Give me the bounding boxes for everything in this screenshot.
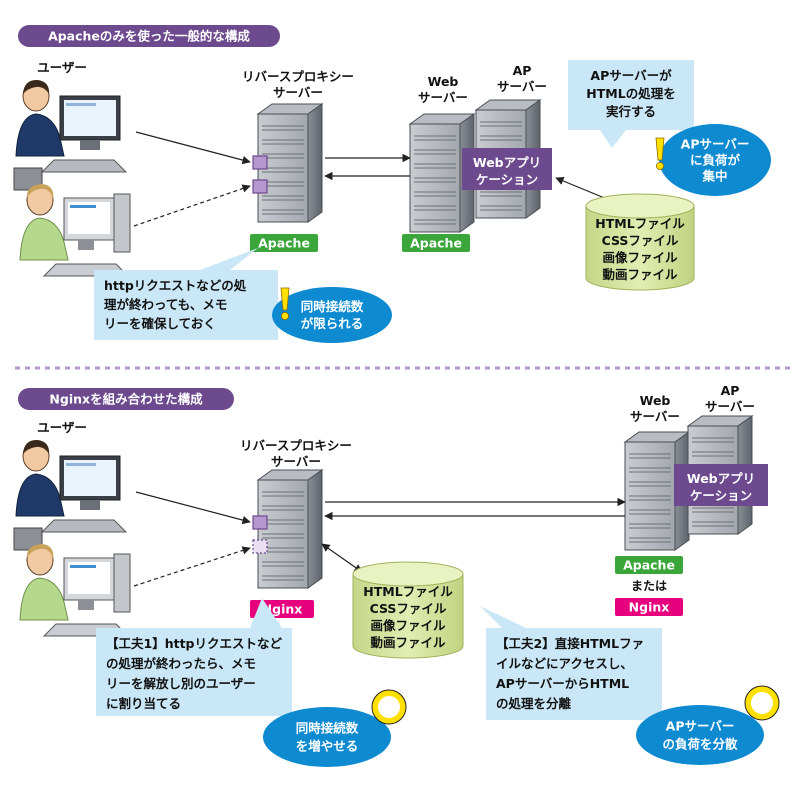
section2-web-badge-nginx-text: Nginx bbox=[629, 600, 670, 615]
section1-web-badge-text: Apache bbox=[410, 236, 462, 251]
section2-web-badge-apache-text: Apache bbox=[623, 558, 675, 573]
section1-warn-conn-icon bbox=[280, 287, 290, 320]
section1-webapp-box-text-line-2: ケーション bbox=[476, 172, 538, 187]
section2-title: Nginxを組み合わせた構成 bbox=[18, 388, 234, 410]
section1-files-cylinder-label-line-1: HTMLファイル bbox=[595, 216, 685, 231]
section1-rproxy-badge: Apache bbox=[250, 234, 318, 252]
section2-files-cylinder-label-line-3: 画像ファイル bbox=[370, 618, 446, 633]
section2-web-label-line-2: サーバー bbox=[630, 409, 680, 424]
section2-tip1-text-line-3: リーを解放し別のユーザー bbox=[106, 676, 256, 691]
arrow-user2-to-rproxy-2 bbox=[133, 546, 251, 587]
section1-warn-ap-icon bbox=[655, 137, 665, 170]
section2-tip1-text-line-2: の処理が終わったら、メモ bbox=[106, 656, 256, 671]
section1-rproxy-label-line-1: リバースプロキシー bbox=[242, 69, 354, 84]
section1-rproxy-label-line-2: サーバー bbox=[273, 85, 323, 100]
section2-webapp-box-text-line-1: Webアプリ bbox=[687, 471, 755, 486]
section2-rproxy-badge-text: Nginx bbox=[262, 602, 303, 617]
section1-webapp-box-text-line-1: Webアプリ bbox=[473, 155, 541, 170]
arrow-user1-to-rproxy bbox=[135, 131, 251, 165]
section2-good1-bubble-text-line-1: 同時接続数 bbox=[296, 721, 359, 736]
section2-rproxy-server bbox=[257, 469, 323, 589]
section2-files-cylinder-label-line-2: CSSファイル bbox=[370, 601, 447, 616]
arrow-rproxy-to-files bbox=[321, 543, 363, 573]
section1-web-badge: Apache bbox=[402, 234, 470, 252]
section1-callout-http-text-line-2: 理が終わっても、メモ bbox=[104, 297, 227, 312]
user-pc-top-2 bbox=[13, 439, 127, 551]
section1-warn-conn-bubble-text-line-1: 同時接続数 bbox=[301, 299, 364, 314]
section2-title-text: Nginxを組み合わせた構成 bbox=[49, 392, 203, 407]
section2-ap-label-line-2: サーバー bbox=[705, 399, 755, 414]
section2-tip2-text-line-4: の処理を分離 bbox=[496, 696, 572, 711]
section1-callout-ap-text-line-3: 実行する bbox=[606, 104, 656, 119]
section2-tip1: 【工夫1】httpリクエストなどの処理が終わったら、メモリーを解放し別のユーザー… bbox=[96, 598, 292, 716]
section2-webapp-box-text-line-2: ケーション bbox=[690, 488, 752, 503]
section1-warn-ap-bubble-text-line-1: APサーバー bbox=[681, 137, 750, 152]
section1-callout-ap-text-line-1: APサーバーが bbox=[590, 68, 672, 83]
section1-ap-label-line-2: サーバー bbox=[497, 79, 547, 94]
section1-files-cylinder-label-line-3: 画像ファイル bbox=[602, 250, 678, 265]
section2-tip1-text-line-4: に割り当てる bbox=[106, 696, 181, 711]
section1-user-label: ユーザー bbox=[37, 60, 87, 75]
section2-tip2-text-line-1: 【工夫2】直接HTMLファ bbox=[496, 636, 644, 651]
section2-rproxy-label-line-2: サーバー bbox=[271, 454, 321, 469]
section1-rproxy-server bbox=[257, 103, 323, 223]
section1-web-label-line-1: Web bbox=[428, 74, 459, 89]
section2-good2-bubble-text-line-2: の負荷を分散 bbox=[662, 737, 738, 752]
section2-ap-label-line-1: AP bbox=[721, 383, 740, 398]
section1-files-cylinder-label-line-2: CSSファイル bbox=[602, 233, 679, 248]
section2-good1-icon bbox=[371, 689, 407, 725]
section2-web-badge-nginx: Nginx bbox=[615, 598, 683, 616]
section1-callout-http-text-line-3: リーを確保しておく bbox=[104, 316, 216, 331]
section2-rproxy-ports bbox=[252, 515, 268, 554]
section1-warn-ap-bubble-text-line-3: 集中 bbox=[701, 169, 727, 184]
section-apache-only: Apacheのみを使った一般的な構成ユーザーリバースプロキシーサーバーApach… bbox=[13, 25, 771, 343]
section2-tip2-text-line-3: APサーバーからHTML bbox=[496, 676, 629, 691]
section-with-nginx: Nginxを組み合わせた構成ユーザーリバースプロキシーサーバーNginxWebサ… bbox=[13, 383, 780, 767]
section1-warn-conn-bubble-text-line-2: が限られる bbox=[301, 316, 364, 331]
section1-web-label-line-2: サーバー bbox=[418, 90, 468, 105]
section2-tip1-text-line-1: 【工夫1】httpリクエストなど bbox=[106, 636, 282, 651]
section2-web-badge-apache: Apache bbox=[615, 556, 683, 574]
section1-title: Apacheのみを使った一般的な構成 bbox=[18, 25, 280, 47]
section1-files-cylinder-label-line-4: 動画ファイル bbox=[602, 267, 678, 282]
arrow-user2-to-rproxy bbox=[133, 184, 251, 227]
section2-files-cylinder-label-line-4: 動画ファイル bbox=[370, 635, 446, 650]
section2-good1-bubble-text-line-2: を増やせる bbox=[296, 739, 359, 754]
section2-good2-bubble-text-line-1: APサーバー bbox=[666, 719, 735, 734]
section2-or-label: または bbox=[631, 579, 667, 593]
section1-rproxy-ports bbox=[252, 155, 268, 194]
user-pc-bottom bbox=[19, 183, 131, 277]
section2-files-cylinder-label-line-1: HTMLファイル bbox=[363, 584, 453, 599]
section2-rproxy-label-line-1: リバースプロキシー bbox=[240, 438, 352, 453]
section1-rproxy-badge-text: Apache bbox=[258, 236, 310, 251]
section1-ap-label-line-1: AP bbox=[513, 63, 532, 78]
section1-title-text: Apacheのみを使った一般的な構成 bbox=[48, 29, 250, 44]
section1-callout-ap-text-line-2: HTMLの処理を bbox=[586, 86, 675, 101]
section2-web-label-line-1: Web bbox=[640, 393, 671, 408]
section2-tip2-text-line-2: イルなどにアクセスし、 bbox=[496, 656, 633, 671]
section2-user-label: ユーザー bbox=[37, 420, 87, 435]
user-pc-top bbox=[13, 79, 127, 191]
section1-warn-ap-bubble-text-line-2: に負荷が bbox=[690, 153, 741, 168]
user-pc-bottom-2 bbox=[19, 543, 131, 637]
section2-good2-icon bbox=[744, 685, 780, 721]
arrow-user1-to-rproxy-2 bbox=[135, 491, 251, 525]
section1-callout-http-text-line-1: httpリクエストなどの処 bbox=[104, 278, 247, 293]
